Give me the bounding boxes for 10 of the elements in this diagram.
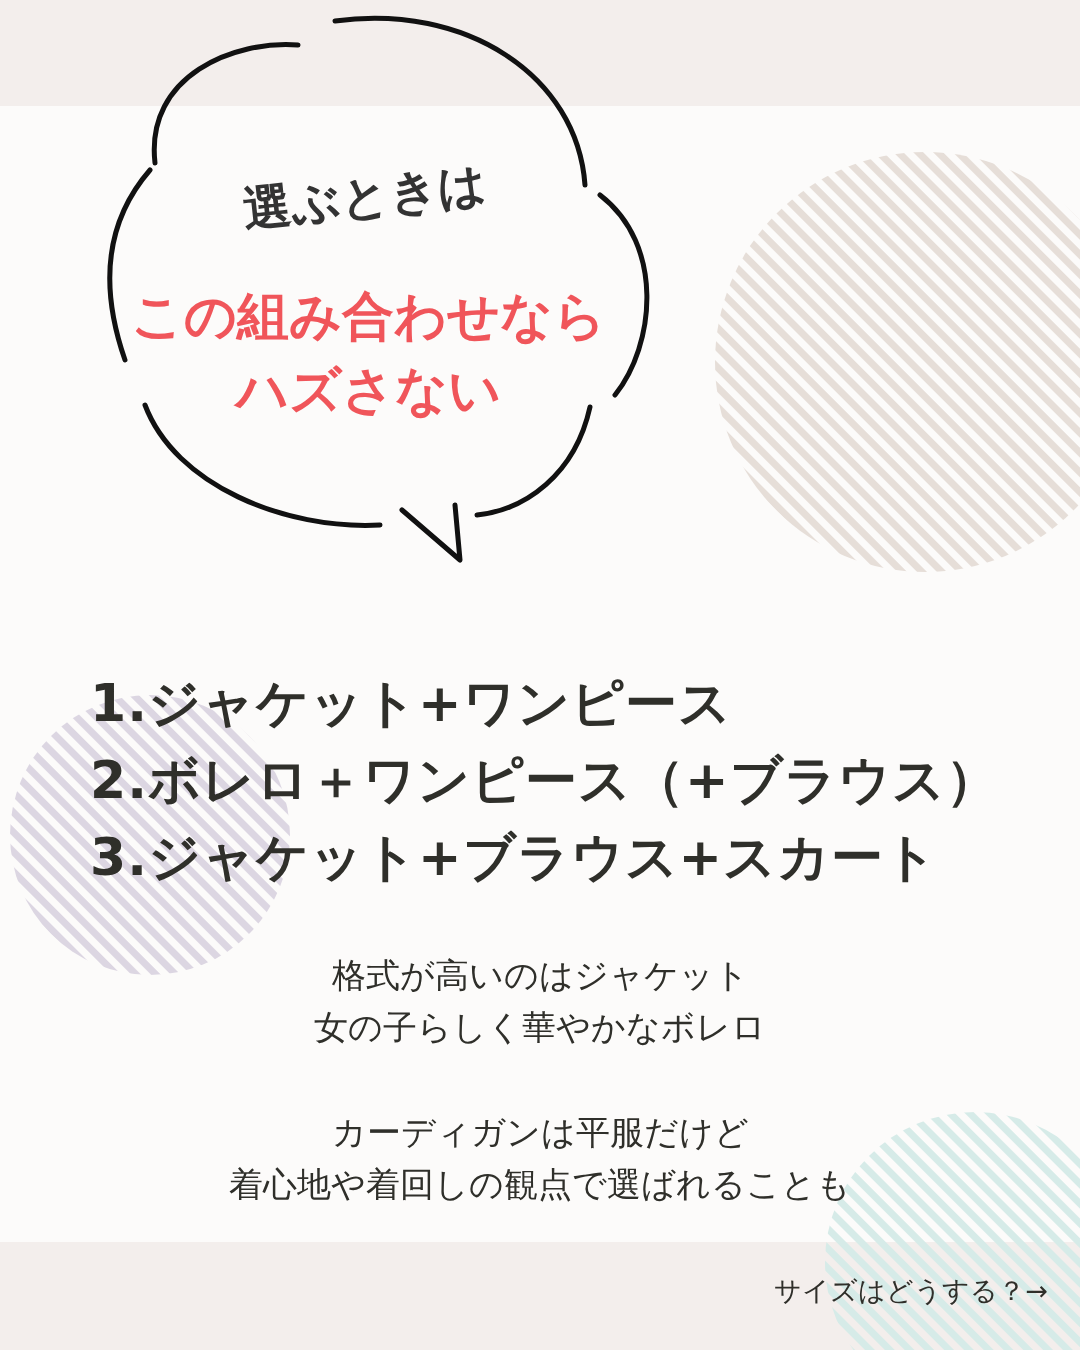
list-item: 2.ボレロ＋ワンピース（+ブラウス） [90,749,999,812]
note-text: カーディガンは平服だけど [331,1112,749,1152]
list-item: 3.ジャケット+ブラウス+スカート [90,826,939,889]
next-page-link: サイズはどうする？→ [774,1275,1048,1308]
note-text: 女の子らしく華やかなボレロ [314,1007,766,1047]
list-item: 1.ジャケット+ワンピース [90,672,732,735]
bubble-text: この組み合わせならハズさない [129,285,607,422]
note-text: 着心地や着回しの観点で選ばれることも [229,1164,851,1204]
note-text: 格式が高いのはジャケット [331,955,749,995]
bubble-heading: 選ぶときは [239,154,491,239]
